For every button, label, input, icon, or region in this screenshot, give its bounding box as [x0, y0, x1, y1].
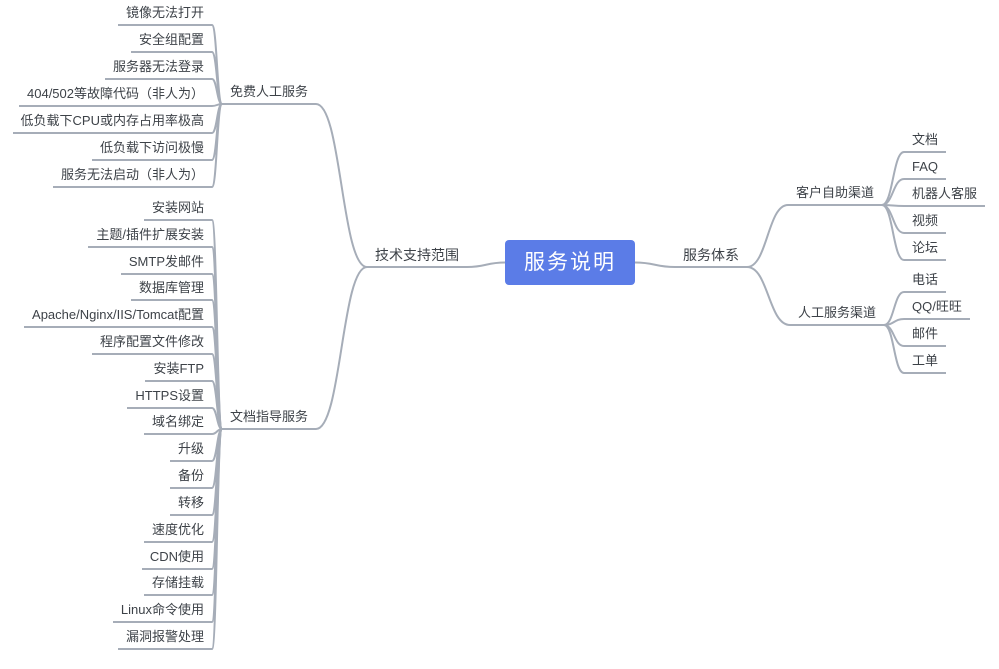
leaf-node[interactable]: 域名绑定 — [143, 413, 212, 435]
leaf-node[interactable]: 安全组配置 — [130, 31, 212, 53]
leaf-node[interactable]: QQ/旺旺 — [904, 298, 970, 320]
connector-line — [211, 428, 223, 650]
leaf-node[interactable]: Linux命令使用 — [112, 601, 212, 623]
leaf-node[interactable]: 视频 — [904, 212, 947, 234]
leaf-node[interactable]: 电话 — [904, 271, 947, 293]
leaf-node[interactable]: 镜像无法打开 — [117, 4, 212, 26]
branch-tech-support-scope[interactable]: 技术支持范围 — [367, 246, 467, 268]
branch-free-manual-service[interactable]: 免费人工服务 — [221, 83, 316, 105]
leaf-node[interactable]: 存储挂载 — [143, 574, 212, 596]
connector-line — [881, 204, 905, 261]
connector-line — [211, 103, 223, 188]
leaf-node[interactable]: Apache/Nginx/IIS/Tomcat配置 — [24, 306, 212, 328]
leaf-node[interactable]: 安装网站 — [143, 199, 212, 221]
leaf-node[interactable]: HTTPS设置 — [127, 387, 212, 409]
leaf-node[interactable]: 备份 — [169, 467, 212, 489]
leaf-node[interactable]: 机器人客服 — [904, 185, 986, 207]
leaf-node[interactable]: 程序配置文件修改 — [91, 333, 212, 355]
connector-line — [466, 261, 506, 268]
leaf-node[interactable]: 升级 — [169, 440, 212, 462]
leaf-node[interactable]: 低负载下访问极慢 — [91, 139, 212, 161]
connector-line — [881, 151, 905, 206]
leaf-node[interactable]: 邮件 — [904, 325, 947, 347]
connector-line — [634, 261, 676, 268]
leaf-node[interactable]: 速度优化 — [143, 521, 212, 543]
branch-manual-service-channel[interactable]: 人工服务渠道 — [790, 304, 885, 326]
leaf-node[interactable]: 漏洞报警处理 — [117, 628, 212, 650]
leaf-node[interactable]: 转移 — [169, 494, 212, 516]
leaf-node[interactable]: 404/502等故障代码（非人为） — [19, 85, 212, 107]
branch-doc-guidance-service[interactable]: 文档指导服务 — [221, 408, 316, 430]
root-node[interactable]: 服务说明 — [505, 240, 635, 285]
leaf-node[interactable]: 论坛 — [904, 239, 947, 261]
leaf-node[interactable]: 数据库管理 — [130, 279, 212, 301]
leaf-node[interactable]: 文档 — [904, 131, 947, 153]
connector-line — [315, 266, 368, 430]
connector-line — [746, 266, 791, 326]
branch-self-service-channel[interactable]: 客户自助渠道 — [788, 184, 883, 206]
leaf-node[interactable]: FAQ — [904, 158, 947, 180]
leaf-node[interactable]: SMTP发邮件 — [120, 253, 212, 275]
branch-service-system[interactable]: 服务体系 — [675, 246, 747, 268]
connector-line — [883, 318, 905, 326]
connector-line — [746, 204, 789, 268]
leaf-node[interactable]: 工单 — [904, 352, 947, 374]
leaf-node[interactable]: 安装FTP — [145, 360, 212, 382]
leaf-node[interactable]: 主题/插件扩展安装 — [88, 226, 212, 248]
leaf-node[interactable]: CDN使用 — [141, 548, 212, 570]
leaf-node[interactable]: 服务无法启动（非人为） — [52, 166, 212, 188]
leaf-node[interactable]: 服务器无法登录 — [104, 58, 212, 80]
leaf-node[interactable]: 低负载下CPU或内存占用率极高 — [12, 112, 212, 134]
connector-line — [315, 103, 368, 268]
connector-line — [883, 324, 905, 374]
